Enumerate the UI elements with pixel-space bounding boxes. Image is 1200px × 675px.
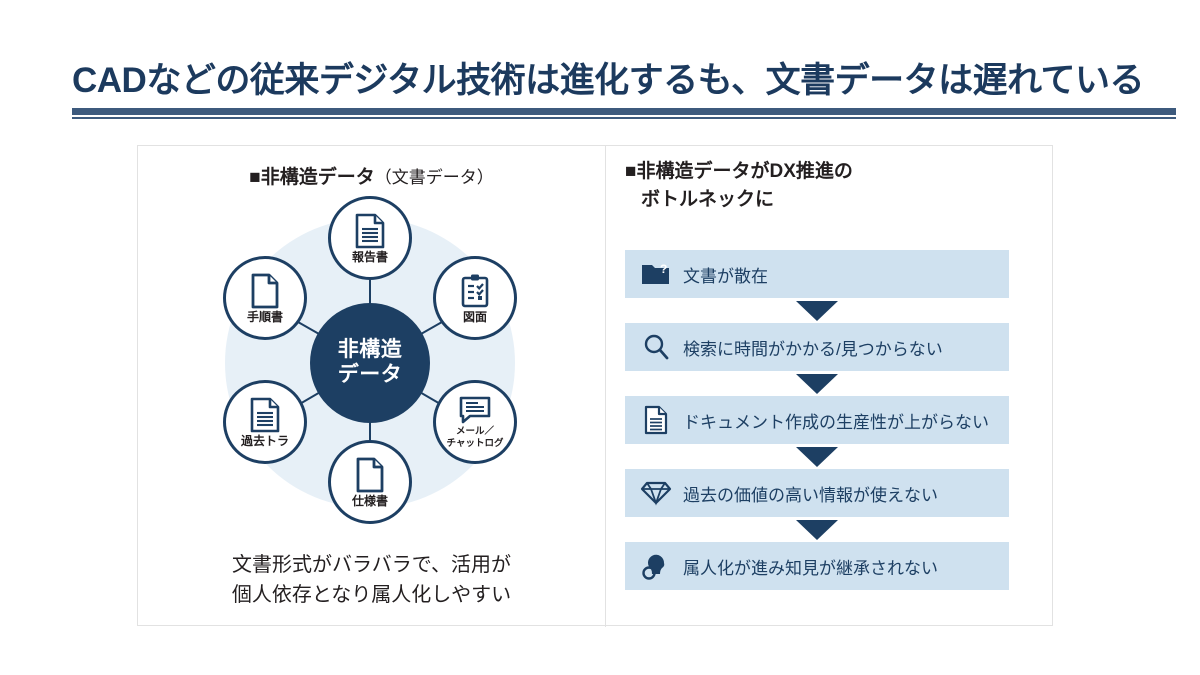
flow-arrow [625,298,1009,323]
left-panel-heading: ■非構造データ（文書データ） [138,164,605,192]
node-drawing[interactable]: 図面 [433,256,517,340]
panel-vertical-divider [605,146,606,627]
flow-step-label: 属人化が進み知見が継承されない [683,558,938,578]
right-heading-line-1: ■非構造データがDX推進の [625,161,853,182]
node-specification[interactable]: 仕様書 [328,440,412,524]
node-label: 仕様書 [351,493,388,508]
flow-arrow [625,444,1009,469]
flow-step-label: ドキュメント作成の生産性が上がらない [683,412,989,432]
right-panel-heading: ■非構造データがDX推進の ボトルネックに [625,158,1035,213]
flow-step-search-time[interactable]: 検索に時間がかかる/見つからない [625,323,1009,371]
rule-thick-line [72,108,1176,115]
diamond-icon [639,480,673,506]
hub-center-circle: 非構造 データ [310,303,430,423]
arrow-down-icon [796,519,838,540]
document-lines-icon [249,397,281,433]
document-blank-icon [249,273,281,309]
arrow-down-icon [796,446,838,467]
caption-line-1: 文書形式がバラバラで、活用が [232,554,511,576]
node-label: 過去トラ [240,433,289,448]
left-panel-caption: 文書形式がバラバラで、活用が 個人依存となり属人化しやすい [138,550,605,610]
right-column: ■非構造データがDX推進の ボトルネックに ? 文書が散在 [606,146,1054,627]
flow-step-knowledge-not-inherited[interactable]: 属人化が進み知見が継承されない [625,542,1009,590]
node-procedure[interactable]: 手順書 [223,256,307,340]
flow-arrow [625,371,1009,396]
node-label: 手順書 [246,309,283,324]
page-title: CADなどの従来デジタル技術は進化するも、文書データは遅れている [72,61,1145,100]
caption-line-2: 個人依存となり属人化しやすい [231,584,512,606]
bottleneck-flow-list: ? 文書が散在 検索に時間がかかる/見つからない [625,250,1009,590]
person-head-icon [639,551,673,581]
hub-label-line1: 非構造 [337,338,403,362]
folder-question-icon: ? [639,261,673,287]
arrow-down-icon [796,300,838,321]
flow-step-valuable-past-info[interactable]: 過去の価値の高い情報が使えない [625,469,1009,517]
document-icon [639,405,673,435]
node-past-trouble[interactable]: 過去トラ [223,380,307,464]
left-heading-main: ■非構造データ [249,167,375,188]
unstructured-data-hub-diagram: 報告書 [181,196,561,538]
hub-label-line2: データ [337,363,403,386]
node-label: 図面 [462,309,487,324]
right-heading-line-2: ボトルネックに [641,188,775,210]
content-panel: ■非構造データ（文書データ） [137,145,1054,627]
node-label: メール／ [455,425,494,437]
left-heading-paren: （文書データ） [374,168,494,187]
svg-text:?: ? [660,262,667,276]
flow-step-label: 文書が散在 [683,266,768,286]
flow-step-scattered-documents[interactable]: ? 文書が散在 [625,250,1009,298]
node-label: 報告書 [351,249,388,264]
node-label-line2: チャットログ [446,438,504,449]
arrow-down-icon [796,373,838,394]
title-underline-rule [72,108,1176,119]
search-icon [639,333,673,361]
rule-gap [72,115,1176,117]
node-mail-chat-log[interactable]: メール／ チャットログ [433,380,517,464]
node-report[interactable]: 報告書 [328,196,412,280]
clipboard-checklist-icon [459,273,491,309]
flow-arrow [625,517,1009,542]
document-lines-icon [354,213,386,249]
flow-step-label: 過去の価値の高い情報が使えない [683,485,938,505]
flow-step-document-productivity[interactable]: ドキュメント作成の生産性が上がらない [625,396,1009,444]
rule-thin-line [72,117,1176,119]
chat-bubble-icon [458,395,492,425]
flow-step-label: 検索に時間がかかる/見つからない [683,339,943,359]
left-column: ■非構造データ（文書データ） [138,146,605,627]
document-blank-icon [354,457,386,493]
